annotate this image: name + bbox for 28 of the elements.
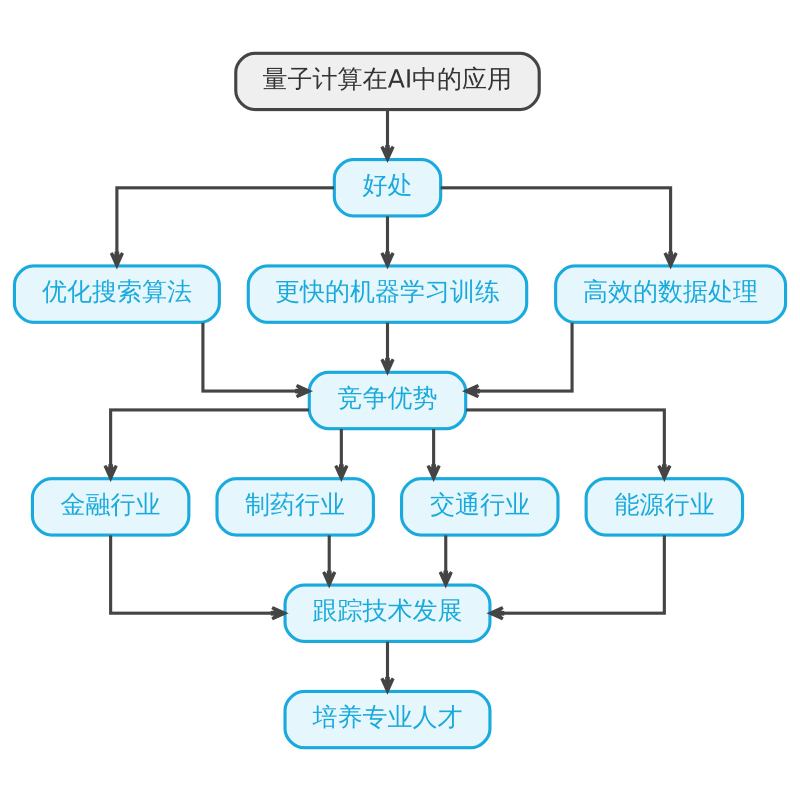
arrow	[426, 428, 441, 480]
arrow	[438, 534, 453, 586]
arrow	[334, 428, 349, 480]
arrow	[201, 322, 311, 398]
node-box: 跟踪技术发展	[283, 583, 492, 642]
arrow	[380, 322, 395, 373]
arrow	[488, 534, 666, 620]
node-box: 优化搜索算法	[12, 264, 221, 324]
arrow	[380, 641, 395, 692]
arrow	[322, 534, 336, 586]
node-box: 能源行业	[584, 476, 744, 536]
arrow	[380, 109, 395, 160]
node-box: 金融行业	[30, 476, 190, 536]
arrow	[103, 408, 309, 480]
node-box: 竞争优势	[308, 370, 468, 430]
arrow	[109, 534, 286, 620]
arrow	[464, 322, 574, 398]
arrow	[440, 186, 678, 267]
node-box: 培养专业人才	[283, 689, 492, 749]
arrow	[466, 408, 672, 480]
node-box: 量子计算在AI中的应用	[234, 51, 541, 111]
node-box: 制药行业	[215, 476, 375, 536]
node-box: 交通行业	[400, 476, 560, 536]
arrow	[110, 186, 334, 267]
node-box: 好处	[332, 158, 442, 217]
node-box: 高效的数据处理	[554, 264, 788, 324]
arrow	[380, 216, 395, 267]
node-box: 更快的机器学习训练	[246, 264, 528, 324]
